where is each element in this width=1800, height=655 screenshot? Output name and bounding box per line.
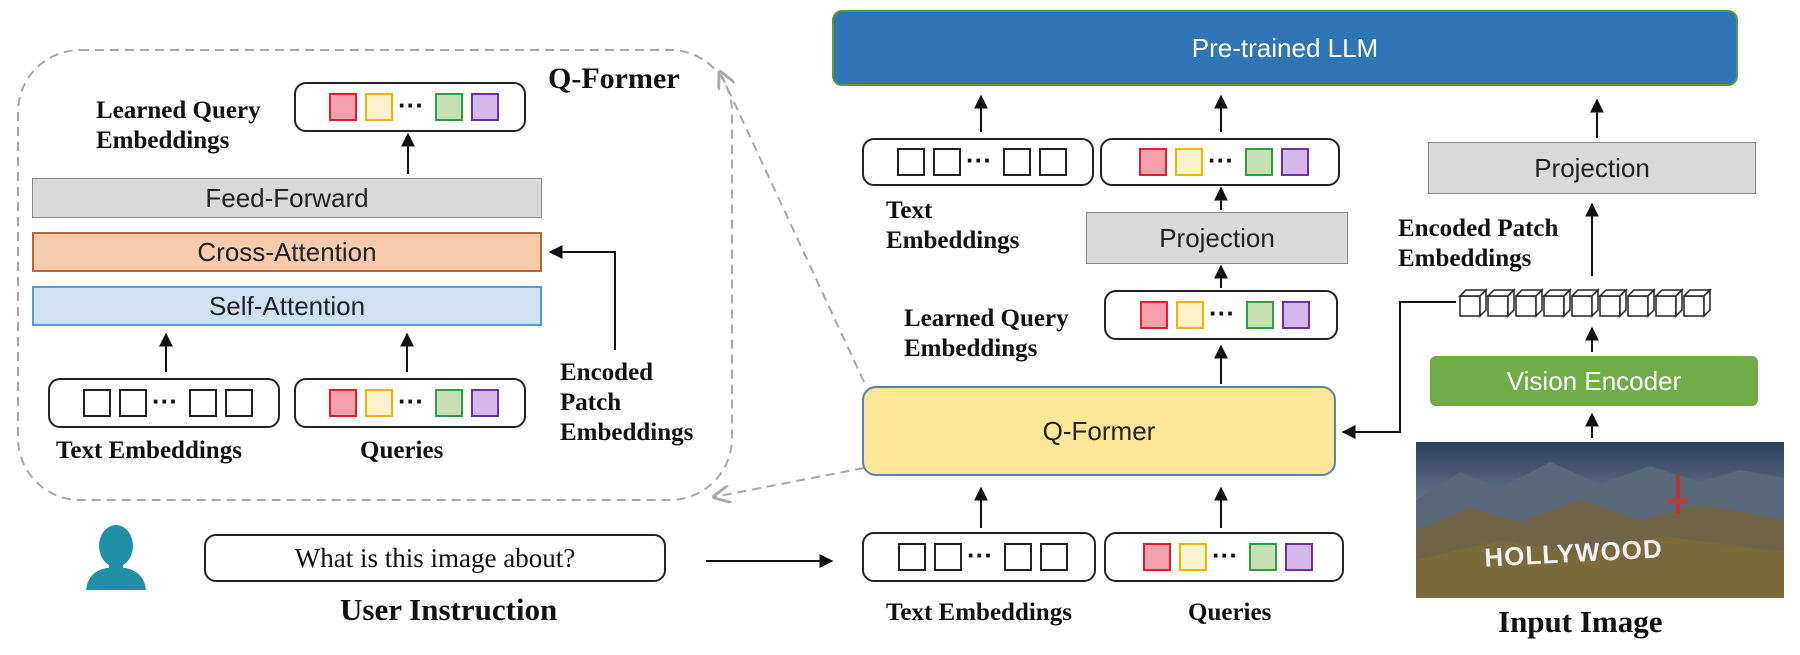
vision-encoded-patch-line-2: Embeddings [1398, 245, 1532, 272]
ellipsis-glyph: ··· [1208, 145, 1234, 175]
vision-encoded-patch-label: Encoded Patch Embeddings [1398, 214, 1558, 274]
user-instruction-input[interactable]: What is this image about? [204, 534, 666, 582]
detail-encoded-patch-line-3: Embeddings [560, 419, 694, 446]
text-token [83, 389, 111, 417]
pipe-text-embeddings-row: ··· [862, 138, 1094, 186]
qformer-detail-title: Q-Former [548, 62, 680, 95]
query-token [1249, 543, 1277, 571]
text-token [933, 148, 961, 176]
patch-cube [1654, 288, 1684, 318]
patch-cube [1486, 288, 1516, 318]
detail-learned-query-row: ··· [294, 82, 526, 132]
query-token [435, 93, 463, 121]
pipe-text-embeddings-line-1: Text [886, 197, 933, 224]
query-token [329, 93, 357, 121]
query-token [471, 389, 499, 417]
text-token [119, 389, 147, 417]
query-token [1175, 148, 1203, 176]
detail-encoded-patch-line-2: Patch [560, 389, 622, 416]
ellipsis-glyph: ··· [398, 386, 424, 416]
arrow-patch-to-qformer [1341, 301, 1456, 439]
user-instruction-label: User Instruction [340, 592, 558, 627]
ellipsis-glyph: ··· [398, 90, 424, 120]
vision-projection-block: Projection [1428, 142, 1756, 194]
text-token [1039, 148, 1067, 176]
query-token [435, 389, 463, 417]
encoded-patch-cubes [1458, 288, 1712, 318]
pipe-learned-query-row: ··· [1104, 290, 1338, 340]
text-token [1004, 543, 1032, 571]
text-token [1003, 148, 1031, 176]
pipe-bottom-queries-row: ··· [1104, 532, 1344, 582]
ellipsis-glyph: ··· [1209, 298, 1235, 328]
text-token [225, 389, 253, 417]
detail-text-embeddings-label: Text Embeddings [56, 437, 242, 464]
feed-forward-block: Feed-Forward [32, 178, 542, 218]
patch-cube [1682, 288, 1712, 318]
pipe-top-query-row: ··· [1100, 138, 1340, 186]
pipe-projection-block: Projection [1086, 212, 1348, 264]
query-token [1176, 301, 1204, 329]
text-token [897, 148, 925, 176]
detail-queries-label: Queries [360, 437, 444, 464]
detail-learned-query-line-2: Embeddings [96, 127, 230, 154]
query-token [365, 389, 393, 417]
detail-learned-query-label: Learned Query Embeddings [96, 96, 261, 156]
patch-cube [1598, 288, 1628, 318]
ellipsis-glyph: ··· [967, 540, 993, 570]
text-token [934, 543, 962, 571]
query-token [329, 389, 357, 417]
pipe-text-embeddings-label: Text Embeddings [886, 196, 1019, 256]
arrow-patch-to-cross [548, 245, 616, 350]
patch-cube [1542, 288, 1572, 318]
user-icon [86, 525, 146, 590]
query-token [1281, 148, 1309, 176]
pipe-bottom-queries-label: Queries [1188, 599, 1272, 626]
detail-queries-row: ··· [294, 378, 526, 428]
text-token [1040, 543, 1068, 571]
vision-encoder-block: Vision Encoder [1430, 356, 1758, 406]
query-token [1140, 301, 1168, 329]
input-image: HOLLYWOOD [1416, 442, 1784, 598]
pretrained-llm-block: Pre-trained LLM [832, 10, 1738, 86]
pipe-learned-query-line-1: Learned Query [904, 305, 1069, 332]
query-token [1245, 148, 1273, 176]
query-token [1179, 543, 1207, 571]
patch-cube [1514, 288, 1544, 318]
pipe-bottom-text-row: ··· [862, 532, 1096, 582]
query-token [365, 93, 393, 121]
input-image-label: Input Image [1498, 604, 1663, 639]
qformer-block: Q-Former [862, 386, 1336, 476]
query-token [1246, 301, 1274, 329]
cross-attention-block: Cross-Attention [32, 232, 542, 272]
detail-encoded-patch-line-1: Encoded [560, 359, 654, 386]
patch-cube [1626, 288, 1656, 318]
detail-learned-query-line-1: Learned Query [96, 97, 261, 124]
query-token [1143, 543, 1171, 571]
patch-cube [1570, 288, 1600, 318]
pipe-learned-query-line-2: Embeddings [904, 335, 1038, 362]
pipe-learned-query-label: Learned Query Embeddings [904, 304, 1069, 364]
ellipsis-glyph: ··· [152, 386, 178, 416]
detail-text-embeddings-row: ··· [48, 378, 280, 428]
query-token [1282, 301, 1310, 329]
query-token [1139, 148, 1167, 176]
query-token [1285, 543, 1313, 571]
vision-encoded-patch-line-1: Encoded Patch [1398, 215, 1559, 242]
text-token [898, 543, 926, 571]
detail-encoded-patch-label: Encoded Patch Embeddings [560, 358, 693, 448]
ellipsis-glyph: ··· [966, 145, 992, 175]
zoom-line-bottom [714, 467, 865, 497]
pipe-bottom-text-label: Text Embeddings [886, 599, 1072, 626]
zoom-line-top [720, 72, 865, 383]
query-token [471, 93, 499, 121]
patch-cube [1458, 288, 1488, 318]
ellipsis-glyph: ··· [1212, 540, 1238, 570]
pipe-text-embeddings-line-2: Embeddings [886, 227, 1020, 254]
self-attention-block: Self-Attention [32, 286, 542, 326]
text-token [189, 389, 217, 417]
